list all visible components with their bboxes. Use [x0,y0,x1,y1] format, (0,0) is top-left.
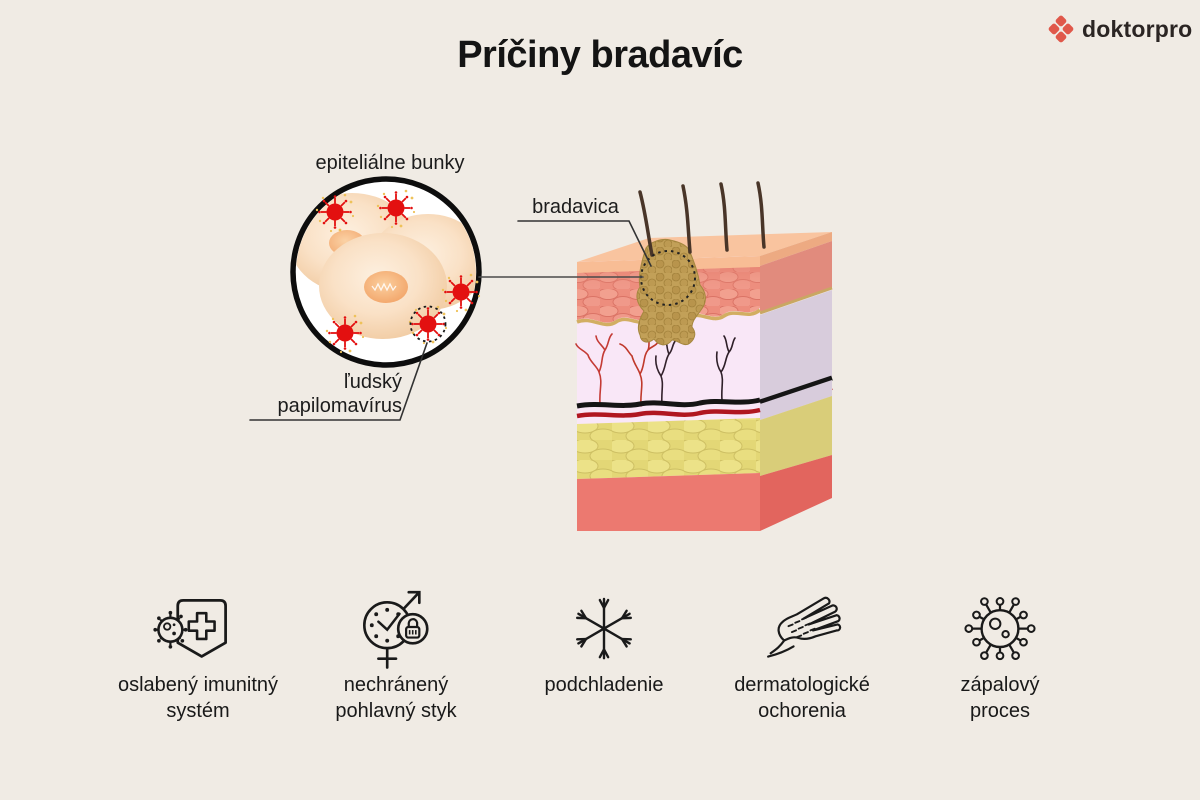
page-title: Príčiny bradavíc [457,34,743,76]
hpv-label-line2: papilomavírus [277,395,402,417]
dna-squiggle [371,282,397,292]
hpv-dotted-highlight [409,305,447,343]
cause-label: nechránený [343,674,449,696]
hpv-label-line1: ľudský [343,371,402,393]
cause-label: pohlavný styk [335,700,457,722]
snowflake-icon [576,597,632,660]
cause-weak-immune-system: oslabený imunitný systém [83,583,313,723]
cause-inflammatory-process: zápalový proces [885,583,1115,723]
cell-magnifier-circle [290,176,482,368]
wart-label: bradavica [532,196,619,218]
cause-unprotected-sex: nechránený pohlavný styk [281,583,511,723]
virus-outline-icon [964,597,1036,661]
cause-hypothermia: podchladenie [489,583,719,699]
epithelial-cells-label: epiteliálne bunky [315,152,465,174]
doktorpro-logo: doktorpro [1048,14,1192,44]
wart-dotted-highlight [640,250,696,306]
cause-label: zápalový [960,674,1040,696]
hairs [638,181,766,257]
cause-label: systém [166,700,230,722]
clock-gender-padlock-icon [363,590,429,669]
cause-label: proces [969,700,1031,722]
cause-dermatologic-diseases: dermatologické ochorenia [687,583,917,723]
hpv-label: ľudský papilomavírus [236,370,402,418]
cause-label: dermatologické [734,674,870,696]
skin-cross-section [575,181,833,531]
doktorpro-logo-icon [1048,15,1074,43]
cause-label: ochorenia [758,700,846,722]
hand-spots-icon [767,596,842,658]
cause-label: podchladenie [544,674,664,696]
shield-cross-virus-icon [153,598,227,658]
doktorpro-logo-text: doktorpro [1082,15,1193,42]
pointer-lines [249,220,652,421]
cause-label: oslabený imunitný [117,674,279,696]
